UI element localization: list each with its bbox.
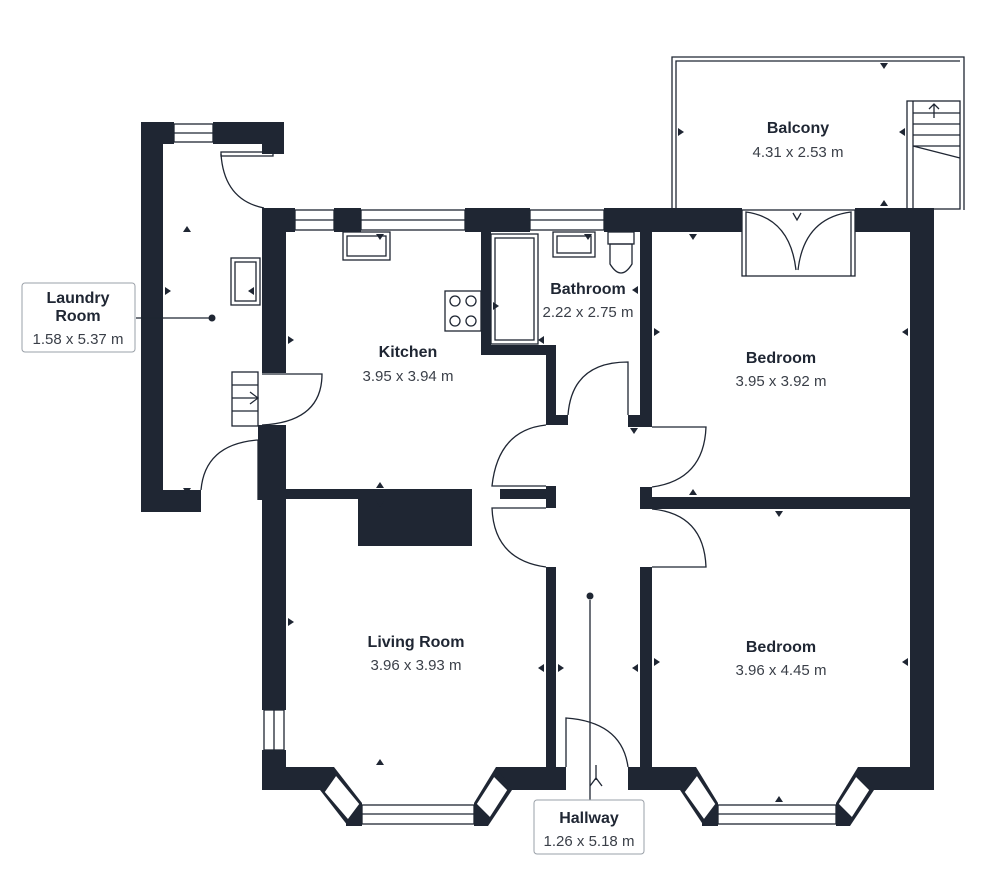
room-name: Bedroom: [746, 639, 816, 656]
tick: [183, 488, 191, 494]
room-name: Balcony: [767, 120, 829, 137]
living-room-bay-window: [320, 767, 512, 826]
room-label-kitchen: Kitchen 3.95 x 3.94 m: [363, 344, 454, 385]
room-label-bathroom: Bathroom 2.22 x 2.75 m: [543, 281, 634, 321]
tick: [630, 428, 638, 434]
tick: [376, 234, 384, 240]
tick: [880, 200, 888, 206]
room-name-line-2: Room: [55, 308, 100, 325]
exterior-walls: [262, 208, 934, 790]
tick: [654, 658, 660, 666]
balcony-stairs: [906, 100, 961, 210]
tick: [902, 658, 908, 666]
room-label-living-room: Living Room 3.96 x 3.93 m: [368, 634, 465, 674]
tick: [632, 664, 638, 672]
room-name: Bedroom: [746, 350, 816, 367]
tick: [632, 286, 638, 294]
tick: [288, 336, 294, 344]
room-dimensions: 3.96 x 4.45 m: [736, 662, 827, 679]
tick: [538, 664, 544, 672]
tick: [880, 63, 888, 69]
doors: [200, 153, 856, 768]
room-label-laundry: Laundry Room 1.58 x 5.37 m: [21, 282, 136, 353]
room-dimensions: 2.22 x 2.75 m: [543, 304, 634, 321]
tick: [899, 128, 905, 136]
bedroom-bay-window: [680, 767, 874, 826]
room-dimensions: 4.31 x 2.53 m: [753, 144, 844, 161]
tick: [775, 796, 783, 802]
room-label-bedroom-upper: Bedroom 3.95 x 3.92 m: [736, 350, 827, 390]
interior-walls: [258, 232, 910, 767]
tick: [376, 759, 384, 765]
tick: [902, 328, 908, 336]
laundry-walls: [141, 122, 284, 512]
room-label-hallway: Hallway 1.26 x 5.18 m: [533, 799, 645, 855]
tick: [775, 511, 783, 517]
fixtures: [230, 231, 635, 345]
tick: [558, 664, 564, 672]
tick: [493, 302, 499, 310]
room-dimensions: 1.26 x 5.18 m: [544, 833, 635, 850]
room-name: Kitchen: [379, 344, 438, 361]
room-name-line-1: Laundry: [46, 290, 109, 307]
tick: [584, 234, 592, 240]
tick: [689, 234, 697, 240]
room-name: Hallway: [559, 810, 619, 827]
room-dimensions: 3.96 x 3.93 m: [371, 657, 462, 674]
room-name: Bathroom: [550, 281, 626, 298]
tick: [288, 618, 294, 626]
tick: [689, 489, 697, 495]
tick: [654, 328, 660, 336]
room-name: Living Room: [368, 634, 465, 651]
tick: [376, 482, 384, 488]
tick: [183, 226, 191, 232]
room-dimensions: 3.95 x 3.94 m: [363, 368, 454, 385]
room-dimensions: 3.95 x 3.92 m: [736, 373, 827, 390]
room-dimensions: 1.58 x 5.37 m: [33, 331, 124, 348]
tick: [538, 336, 544, 344]
tick: [376, 501, 384, 507]
tick: [248, 287, 254, 295]
tick: [165, 287, 171, 295]
dimension-ticks: [136, 63, 908, 802]
room-label-bedroom-lower: Bedroom 3.96 x 4.45 m: [736, 639, 827, 679]
room-label-balcony: Balcony 4.31 x 2.53 m: [753, 120, 844, 161]
tick: [678, 128, 684, 136]
balcony-outline: [671, 56, 965, 210]
